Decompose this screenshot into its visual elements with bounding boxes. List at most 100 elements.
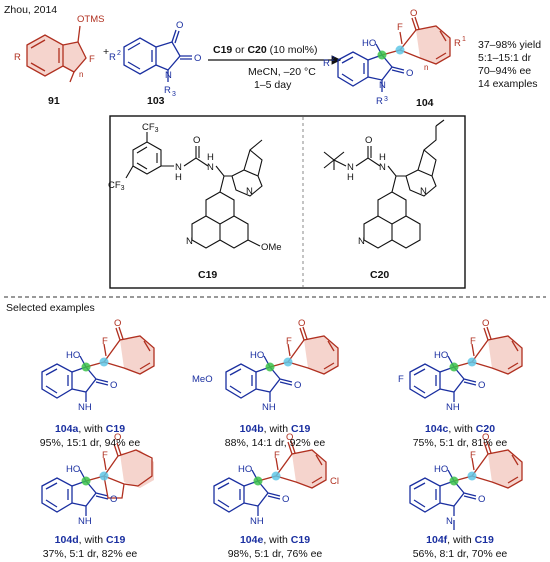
example-104e-caption: 104e, with C19 [240, 534, 310, 546]
reagent2-n: N [165, 70, 172, 81]
catalyst-box [109, 115, 466, 289]
reagent-103-label: 103 [147, 95, 165, 107]
c19-cf3-bottom: CF3 [108, 180, 125, 192]
example-104c-result: 75%, 5:1 dr, 81% ee [413, 437, 508, 449]
example-104b-caption: 104b, with C19 [240, 423, 311, 435]
reagent-91-structure: OTMS R F n [14, 14, 104, 83]
catalyst-conditions: C19 or C20 (10 mol%) [213, 44, 317, 56]
example-104f-caption: 104f, with C19 [426, 534, 494, 546]
c19-ome: OMe [261, 242, 282, 253]
example-104d-result: 37%, 5:1 dr, 82% ee [43, 548, 138, 560]
catalyst-c19-ref: C19 [213, 44, 232, 56]
example-o-top: O [482, 432, 489, 443]
c19-h-2: H [207, 152, 214, 163]
catalyst-or: or [232, 44, 247, 56]
result-ee: 70–94% ee [478, 65, 531, 77]
example-104b-result: 88%, 14:1 dr, 92% ee [225, 437, 326, 449]
c20-n-ring: N [358, 236, 365, 247]
reagent1-otms: OTMS [77, 14, 104, 25]
plus-sign: + [103, 46, 109, 58]
reagent2-r3: R [164, 85, 171, 96]
c20-h-2: H [379, 152, 386, 163]
result-yield: 37–98% yield [478, 39, 541, 51]
c19-nh-2: N [207, 162, 214, 173]
product-r2-sup: 2 [331, 56, 335, 63]
product-o-top: O [410, 8, 417, 19]
catalyst-loading: (10 mol%) [267, 44, 318, 56]
citation: Zhou, 2014 [4, 4, 57, 16]
product-r3-sup: 3 [384, 96, 388, 103]
example-104c-caption: 104c, with C20 [425, 423, 495, 435]
example-o-top: O [286, 432, 293, 443]
c19-o: O [193, 135, 200, 146]
selected-examples-title: Selected examples [6, 302, 95, 314]
product-r1: R [454, 38, 461, 49]
example-f: F [470, 450, 476, 461]
conditions-solvent: MeCN, –20 °C [248, 66, 316, 78]
example-nh: NH [78, 402, 92, 413]
product-r3: R [376, 96, 383, 107]
c20-n-quin: N [420, 186, 427, 197]
product-o: O [406, 68, 413, 79]
example-f: F [274, 450, 280, 461]
example-ho: HO [434, 464, 448, 475]
reagent2-r3-sub: 3 [172, 91, 176, 98]
example-o: O [478, 380, 485, 391]
c20-nh-1: N [347, 162, 354, 173]
example-o: O [294, 380, 301, 391]
example-o-top: O [482, 318, 489, 329]
example-ho: HO [434, 350, 448, 361]
example-o: O [478, 494, 485, 505]
example-ho: HO [66, 464, 80, 475]
product-ho: HO [362, 38, 376, 49]
c19-cf3-top: CF3 [142, 122, 159, 134]
c19-n-quin: N [246, 186, 253, 197]
example-ho: HO [66, 350, 80, 361]
example-104a-result: 95%, 15:1 dr, 94% ee [40, 437, 141, 449]
conditions-time: 1–5 day [254, 79, 292, 91]
reagent2-o2: O [194, 53, 201, 64]
reagent-91-label: 91 [48, 95, 60, 107]
example-104e-result: 98%, 5:1 dr, 76% ee [228, 548, 323, 560]
result-dr: 5:1–15:1 dr [478, 52, 532, 64]
reagent2-o1: O [176, 20, 183, 31]
example-f: F [102, 336, 108, 347]
example-nh: NH [262, 402, 276, 413]
c20-nh-2: N [379, 162, 386, 173]
reagent1-n: n [79, 70, 83, 79]
example-substituent: MeO [192, 374, 213, 385]
product-n: N [379, 80, 386, 91]
example-ho: HO [238, 464, 252, 475]
example-substituent: Cl [330, 476, 339, 487]
example-o: O [282, 494, 289, 505]
example-o: O [110, 380, 117, 391]
example-104f-result: 56%, 8:1 dr, 70% ee [413, 548, 508, 560]
c20-o: O [365, 135, 372, 146]
c19-h-1: H [175, 172, 182, 183]
catalyst-c20-structure: N H O N H N N [323, 119, 445, 249]
product-n-ring: n [424, 63, 428, 72]
example-o-top: O [114, 318, 121, 329]
example-104d-caption: 104d, with C19 [55, 534, 126, 546]
product-r1-sup: 1 [462, 36, 466, 43]
product-f: F [397, 22, 403, 33]
product-104-label: 104 [416, 97, 434, 109]
example-substituent: F [398, 374, 404, 385]
catalyst-c19-label: C19 [198, 269, 217, 281]
example-f: F [470, 336, 476, 347]
reagent2-r2-sup: 2 [117, 50, 121, 57]
example-nh: N [446, 516, 453, 527]
example-f: F [286, 336, 292, 347]
example-o-top: O [114, 432, 121, 443]
product-r2: R [323, 58, 330, 69]
c19-n-ring: N [186, 236, 193, 247]
example-ho: HO [250, 350, 264, 361]
